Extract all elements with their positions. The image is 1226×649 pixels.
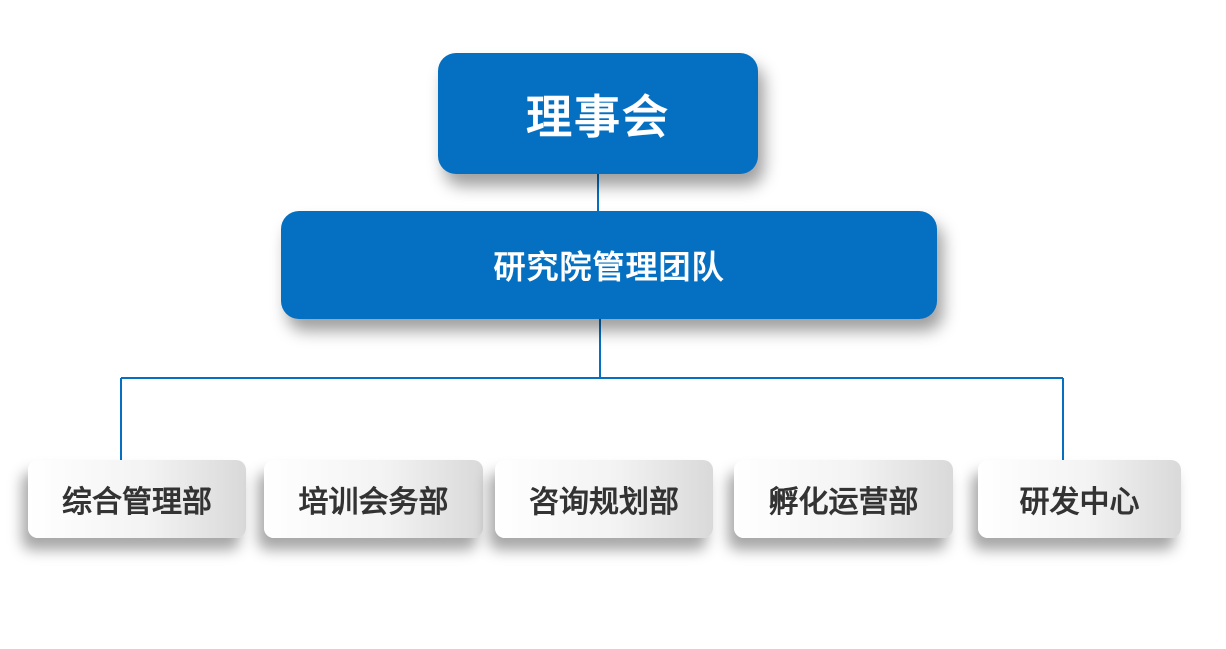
- department-label: 综合管理部: [62, 485, 212, 520]
- board-label: 理事会: [526, 89, 670, 144]
- department-label: 咨询规划部: [529, 485, 679, 520]
- board-box: 理事会: [438, 53, 758, 174]
- department-label: 培训会务部: [298, 485, 449, 520]
- management-team-box: 研究院管理团队: [281, 211, 937, 319]
- department-box-rd-center: 研发中心: [978, 460, 1181, 538]
- department-label: 孵化运营部: [768, 485, 919, 520]
- department-box-training-events: 培训会务部: [264, 460, 483, 538]
- department-label: 研发中心: [1019, 485, 1140, 520]
- department-box-consulting-planning: 咨询规划部: [495, 460, 713, 538]
- management-team-label: 研究院管理团队: [493, 248, 725, 286]
- department-box-general-management: 综合管理部: [28, 460, 246, 538]
- department-box-incubation-operations: 孵化运营部: [734, 460, 953, 538]
